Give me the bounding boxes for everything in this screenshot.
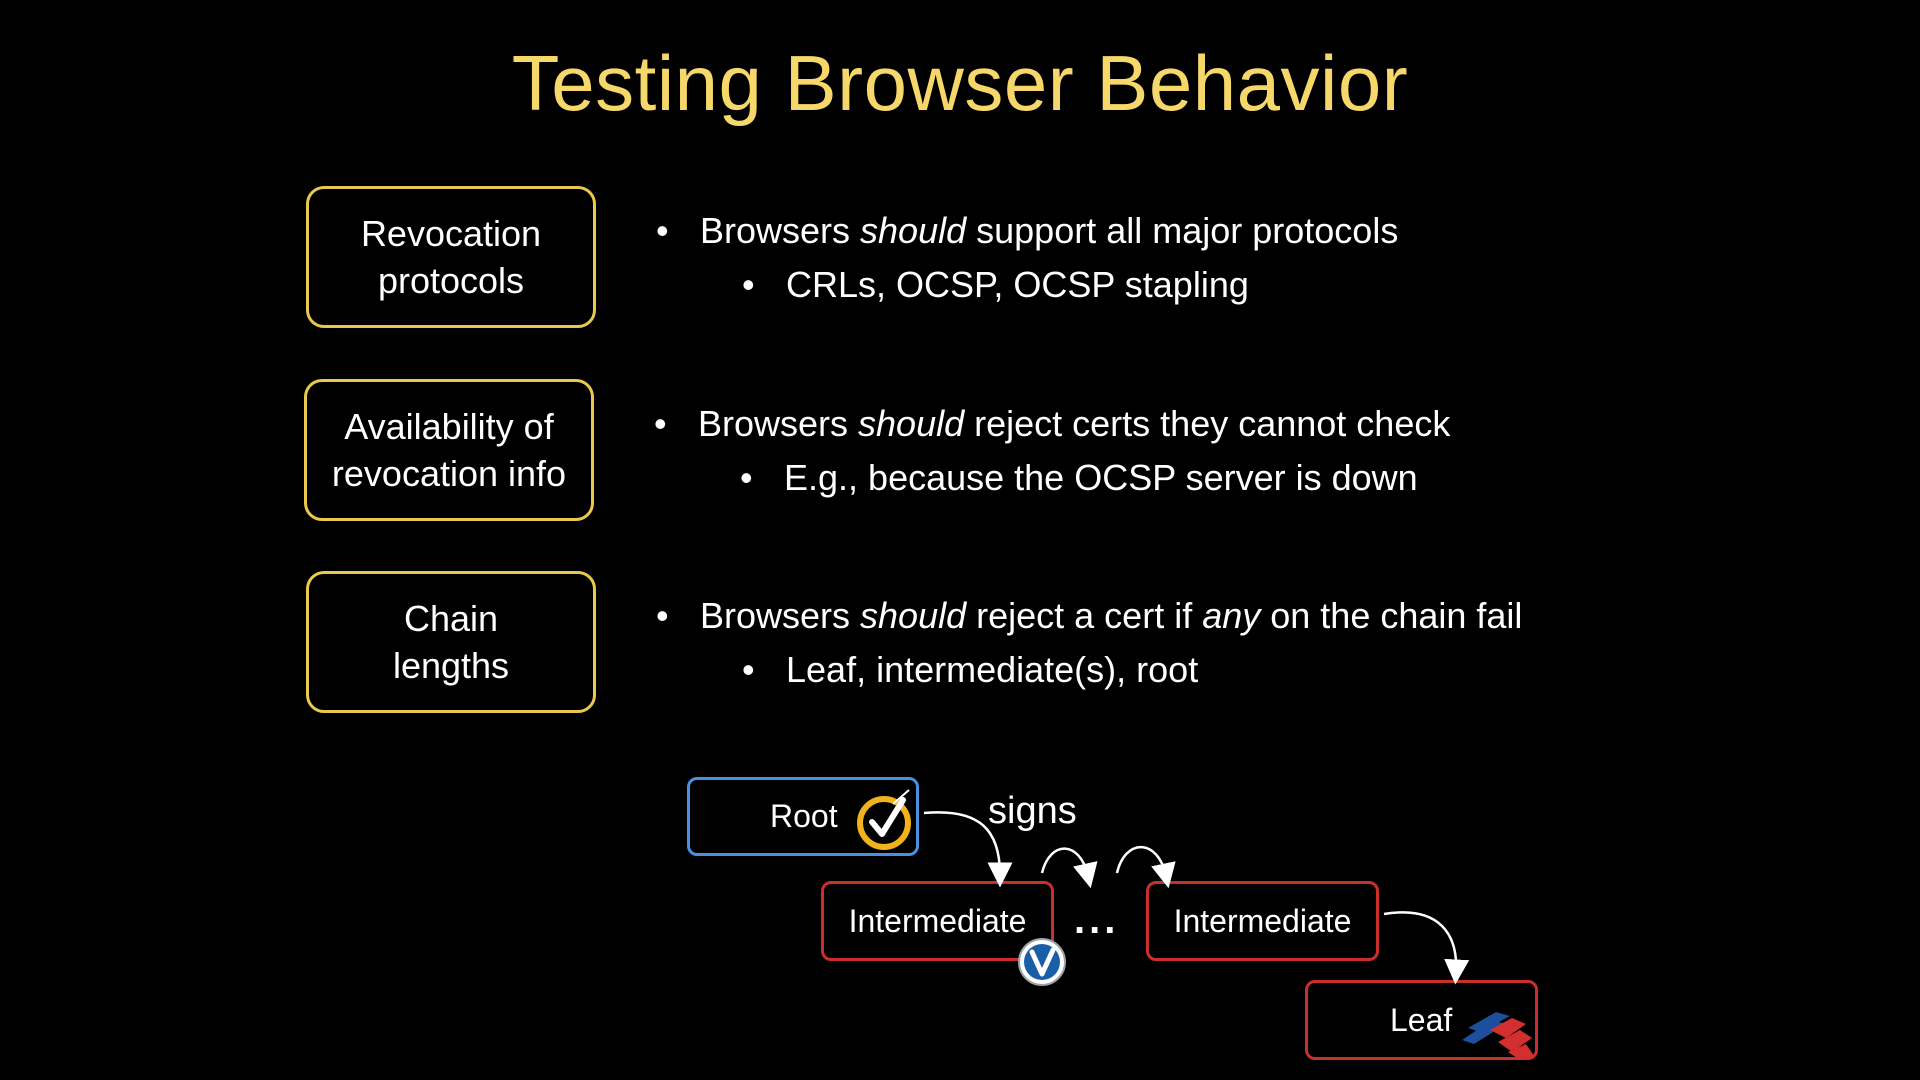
topic-box-revocation-protocols: Revocation protocols [306,186,596,328]
bullet-main: • Browsers should reject certs they canno… [654,403,1450,445]
bullet-text: CRLs, OCSP, OCSP stapling [786,264,1249,305]
bullet-text: Leaf, intermediate(s), root [786,649,1199,690]
topic-line: protocols [377,260,525,301]
intermediate-cert-node-2: Intermediate [1146,881,1379,961]
bullet-text: support all major protocols [966,210,1399,251]
bullet-text: Browsers [698,403,859,444]
bullet-main: • Browsers should reject a cert if any on… [656,595,1522,637]
signs-arrow-leaf [1383,911,1470,985]
bullet-dot: • [656,210,669,251]
topic-line: Availability of [344,406,554,447]
norton-check-icon [857,789,911,850]
bullet-text: Browsers [700,595,861,636]
bullet-text: reject certs they cannot check [964,403,1451,444]
signs-arrow-root [923,811,1013,888]
intermediate-label: Intermediate [848,902,1027,939]
topic-box-availability: Availability of revocation info [304,379,594,521]
bullet-emphasis: any [1202,595,1261,636]
verisign-v-icon [1018,938,1066,986]
bullet-text: on the chain fail [1260,595,1523,636]
bullet-emphasis: should [858,403,965,444]
bullet-dot: • [740,457,753,498]
intermediate-label: Intermediate [1173,902,1352,939]
ellipsis: ... [1074,898,1120,942]
bullet-sub: • Leaf, intermediate(s), root [742,649,1198,691]
slide-title: Testing Browser Behavior [511,39,1409,127]
topic-box-chain-lengths: Chain lengths [306,571,596,713]
signs-label: signs [988,790,1077,832]
bullet-text: Browsers [700,210,861,251]
bullet-dot: • [742,649,755,690]
bullet-emphasis: should [860,210,967,251]
topic-line: Chain [403,598,499,639]
signs-arrow-mid-2 [1115,845,1176,889]
bullet-text: E.g., because the OCSP server is down [784,457,1418,498]
topic-line: revocation info [331,453,567,494]
leaf-label: Leaf [1390,1001,1453,1038]
bullet-dot: • [656,595,669,636]
signs-arrow-mid-1 [1040,847,1098,889]
root-label: Root [770,798,838,834]
bullet-main: • Browsers should support all major proto… [656,210,1398,252]
intermediate-cert-node-1: Intermediate [821,881,1054,961]
bank-flag-icon [1462,1012,1534,1060]
bullet-sub: • E.g., because the OCSP server is down [740,457,1418,499]
bullet-text: reject a cert if [966,595,1203,636]
bullet-emphasis: should [860,595,967,636]
bullet-dot: • [654,403,667,444]
bullet-dot: • [742,264,755,305]
topic-line: lengths [392,645,510,686]
bullet-sub: • CRLs, OCSP, OCSP stapling [742,264,1249,306]
topic-line: Revocation [360,213,542,254]
